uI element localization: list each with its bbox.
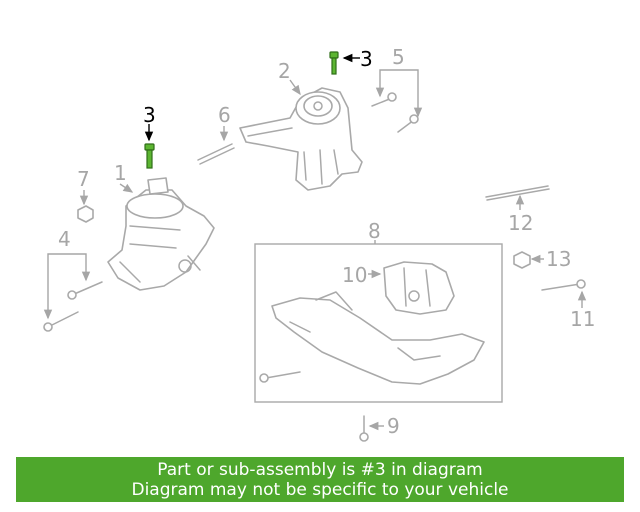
callout-10: 10 <box>342 263 367 287</box>
part-9-bolt[interactable] <box>359 415 369 442</box>
callout-7: 7 <box>77 167 90 191</box>
callout-3-upper: 3 <box>360 47 373 71</box>
part-3-bolt-lower[interactable] <box>144 143 155 169</box>
callout-8: 8 <box>368 219 381 243</box>
part-4-bolts[interactable] <box>43 281 103 332</box>
part-5-bolts[interactable] <box>371 92 419 133</box>
part-12-stud[interactable] <box>485 185 550 201</box>
part-7-nut[interactable] <box>77 205 94 223</box>
callout-13: 13 <box>546 247 571 271</box>
leader-lines <box>43 53 587 431</box>
callout-3-lower: 3 <box>143 103 156 127</box>
part-1-engine-mount[interactable] <box>107 177 215 291</box>
callout-11: 11 <box>570 307 595 331</box>
callout-4: 4 <box>58 227 71 251</box>
part-2-mount-bracket[interactable] <box>239 87 363 191</box>
callout-9: 9 <box>387 414 400 438</box>
callout-5: 5 <box>392 45 405 69</box>
part-11-bolt[interactable] <box>541 279 586 291</box>
banner-line-1: Part or sub-assembly is #3 in diagram <box>157 459 483 480</box>
callout-2: 2 <box>278 59 291 83</box>
callout-1: 1 <box>114 161 127 185</box>
part-3-bolt-upper[interactable] <box>329 51 339 75</box>
part-6-stud[interactable] <box>197 143 235 165</box>
part-13-nut[interactable] <box>513 251 531 269</box>
info-banner: Part or sub-assembly is #3 in diagram Di… <box>16 457 624 502</box>
part-8-crossmember-assembly[interactable] <box>254 243 503 403</box>
callout-6: 6 <box>218 103 231 127</box>
banner-line-2: Diagram may not be specific to your vehi… <box>131 479 509 500</box>
callout-12: 12 <box>508 211 533 235</box>
